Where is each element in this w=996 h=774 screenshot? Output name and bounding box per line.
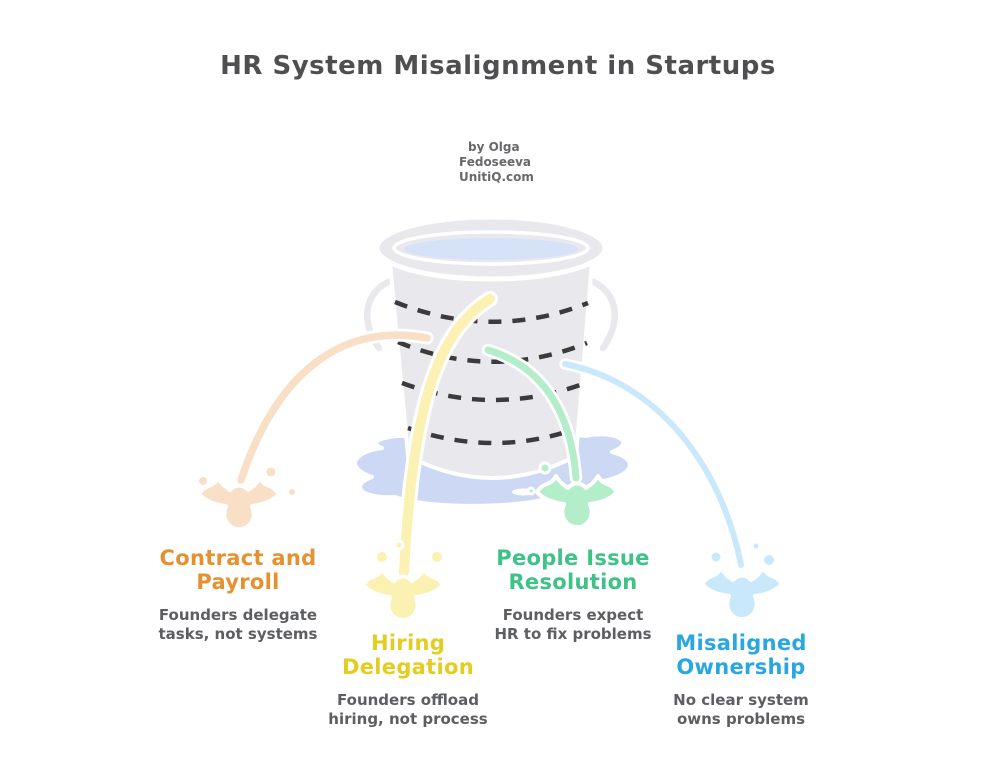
leak-desc-line-1: Founders expect — [502, 606, 644, 624]
leak-heading-line-2: Delegation — [342, 655, 474, 679]
leak-heading-line-1: People Issue — [496, 546, 650, 570]
splash-contract-and-payroll — [197, 476, 281, 531]
byline-line-2: Fedoseeva — [459, 155, 532, 169]
label-people-issue-resolution: People Issue Resolution Founders expect … — [453, 546, 693, 644]
stream-hiring-delegation — [396, 291, 498, 580]
droplets-hiring-delegation — [374, 539, 445, 565]
leak-heading: Hiring Delegation — [288, 631, 528, 679]
byline-line-3: UnitiQ.com — [459, 170, 534, 184]
stream-contract-and-payroll — [234, 328, 434, 487]
water-level-dashes — [394, 299, 589, 446]
leak-description: Founders offload hiring, not process — [288, 691, 528, 729]
splash-people-issue-resolution — [535, 474, 619, 529]
droplets-people-issue-resolution — [526, 461, 552, 496]
droplets-misaligned-ownership — [708, 540, 777, 568]
leak-heading-line-2: Resolution — [508, 570, 638, 594]
stream-people-issue-resolution — [481, 343, 583, 485]
leak-description: No clear system owns problems — [621, 691, 861, 729]
leak-heading: People Issue Resolution — [453, 546, 693, 594]
leak-desc-line-2: hiring, not process — [328, 710, 488, 728]
leak-desc-line-2: HR to fix problems — [494, 625, 652, 643]
label-contract-and-payroll: Contract and Payroll Founders delegate t… — [118, 546, 358, 644]
page-title: HR System Misalignment in Startups — [220, 51, 776, 81]
leak-heading: Misaligned Ownership — [621, 631, 861, 679]
leak-desc-line-2: owns problems — [676, 710, 806, 728]
leak-desc-line-2: tasks, not systems — [158, 625, 318, 643]
byline: by Olga Fedoseeva UnitiQ.com — [459, 140, 534, 185]
leak-heading-line-2: Ownership — [676, 655, 806, 679]
stream-misaligned-ownership — [559, 358, 747, 571]
leak-description: Founders expect HR to fix problems — [453, 606, 693, 644]
label-misaligned-ownership: Misaligned Ownership No clear system own… — [621, 631, 861, 729]
leak-desc-line-1: Founders offload — [337, 691, 479, 709]
leak-heading-line-2: Payroll — [196, 570, 280, 594]
droplets-contract-and-payroll — [196, 464, 298, 498]
bucket-handle-right — [582, 273, 622, 355]
splash-hiring-delegation — [361, 567, 445, 622]
splash-misaligned-ownership — [700, 566, 784, 621]
leak-heading-line-1: Misaligned — [675, 631, 807, 655]
leak-desc-line-1: No clear system — [673, 691, 809, 709]
leak-heading: Contract and Payroll — [118, 546, 358, 594]
byline-line-1: by Olga — [468, 140, 520, 154]
water-surface — [404, 238, 578, 260]
leak-heading-line-1: Contract and — [159, 546, 317, 570]
leak-description: Founders delegate tasks, not systems — [118, 606, 358, 644]
leak-heading-line-1: Hiring — [370, 631, 446, 655]
leak-desc-line-1: Founders delegate — [158, 606, 318, 624]
label-hiring-delegation: Hiring Delegation Founders offload hirin… — [288, 631, 528, 729]
